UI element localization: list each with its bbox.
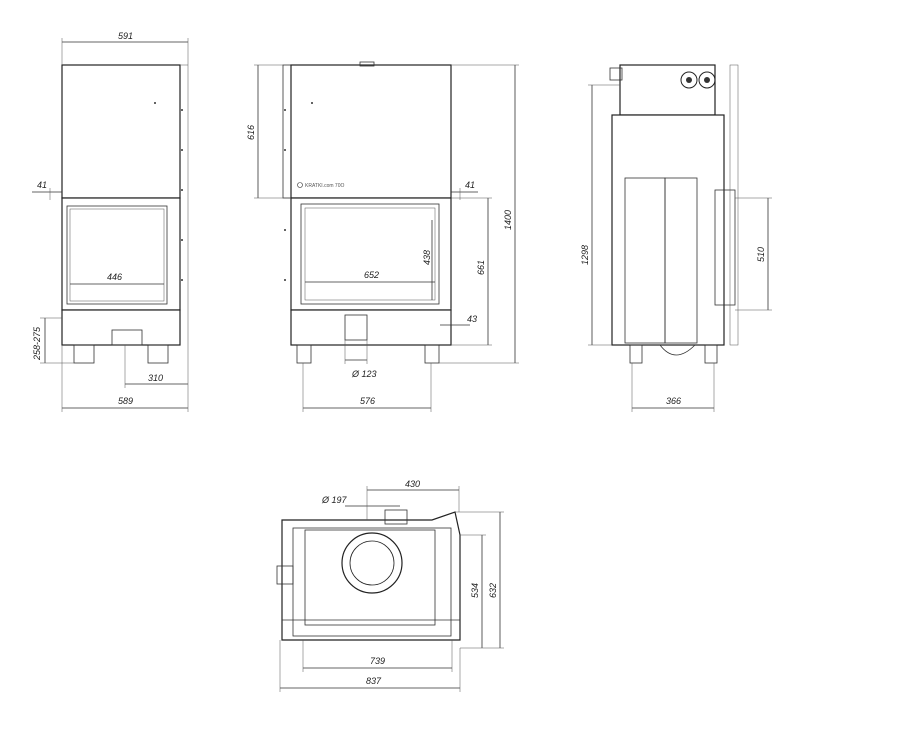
- dim-446: 446: [107, 272, 122, 282]
- dim-430: 430: [405, 479, 420, 489]
- dim-616: 616: [246, 125, 256, 140]
- door-glass-right: [300, 203, 440, 305]
- plan-outline: [281, 511, 461, 641]
- plan-view: Ø 197 430 534 632 739 837: [276, 479, 504, 692]
- dim-flue-197: Ø 197: [321, 495, 348, 505]
- front-view-left: 591 41 446 258-275 310 589: [32, 31, 189, 412]
- dim-510: 510: [756, 247, 766, 262]
- brand-label: KRATKI.com 70O: [305, 183, 344, 189]
- dim-652: 652: [364, 270, 379, 280]
- dim-1298: 1298: [580, 245, 590, 265]
- convection-hood: [61, 64, 181, 199]
- flue-box: [619, 64, 716, 116]
- front-view-right: KRATKI.com 70O 616 41 652 438 661: [246, 61, 519, 412]
- dim-837: 837: [366, 676, 382, 686]
- convection-hood-right: [290, 64, 452, 199]
- door-glass-left: [66, 205, 168, 305]
- base-left: [61, 309, 181, 346]
- dim-632: 632: [488, 583, 498, 598]
- dim-43: 43: [467, 314, 477, 324]
- brand-logo-icon: [297, 182, 303, 188]
- dim-310: 310: [148, 373, 163, 383]
- dim-534: 534: [470, 583, 480, 598]
- firebox-door-right: [290, 197, 452, 311]
- side-body: [611, 114, 725, 346]
- dim-661: 661: [476, 260, 486, 275]
- flue-circle: [341, 532, 403, 594]
- dim-591: 591: [118, 31, 133, 41]
- dim-589: 589: [118, 396, 133, 406]
- dim-366: 366: [666, 396, 681, 406]
- side-view: 1298 510 366: [580, 64, 772, 412]
- dim-739: 739: [370, 656, 385, 666]
- firebox-door-left: [61, 197, 181, 311]
- dim-41-left: 41: [37, 180, 47, 190]
- dim-flue-123: Ø 123: [351, 369, 377, 379]
- dim-1400: 1400: [503, 210, 513, 230]
- base-right: [290, 309, 452, 346]
- dim-41-right: 41: [465, 180, 475, 190]
- dim-258-275: 258-275: [32, 326, 42, 361]
- dim-438: 438: [422, 250, 432, 265]
- dim-576: 576: [360, 396, 375, 406]
